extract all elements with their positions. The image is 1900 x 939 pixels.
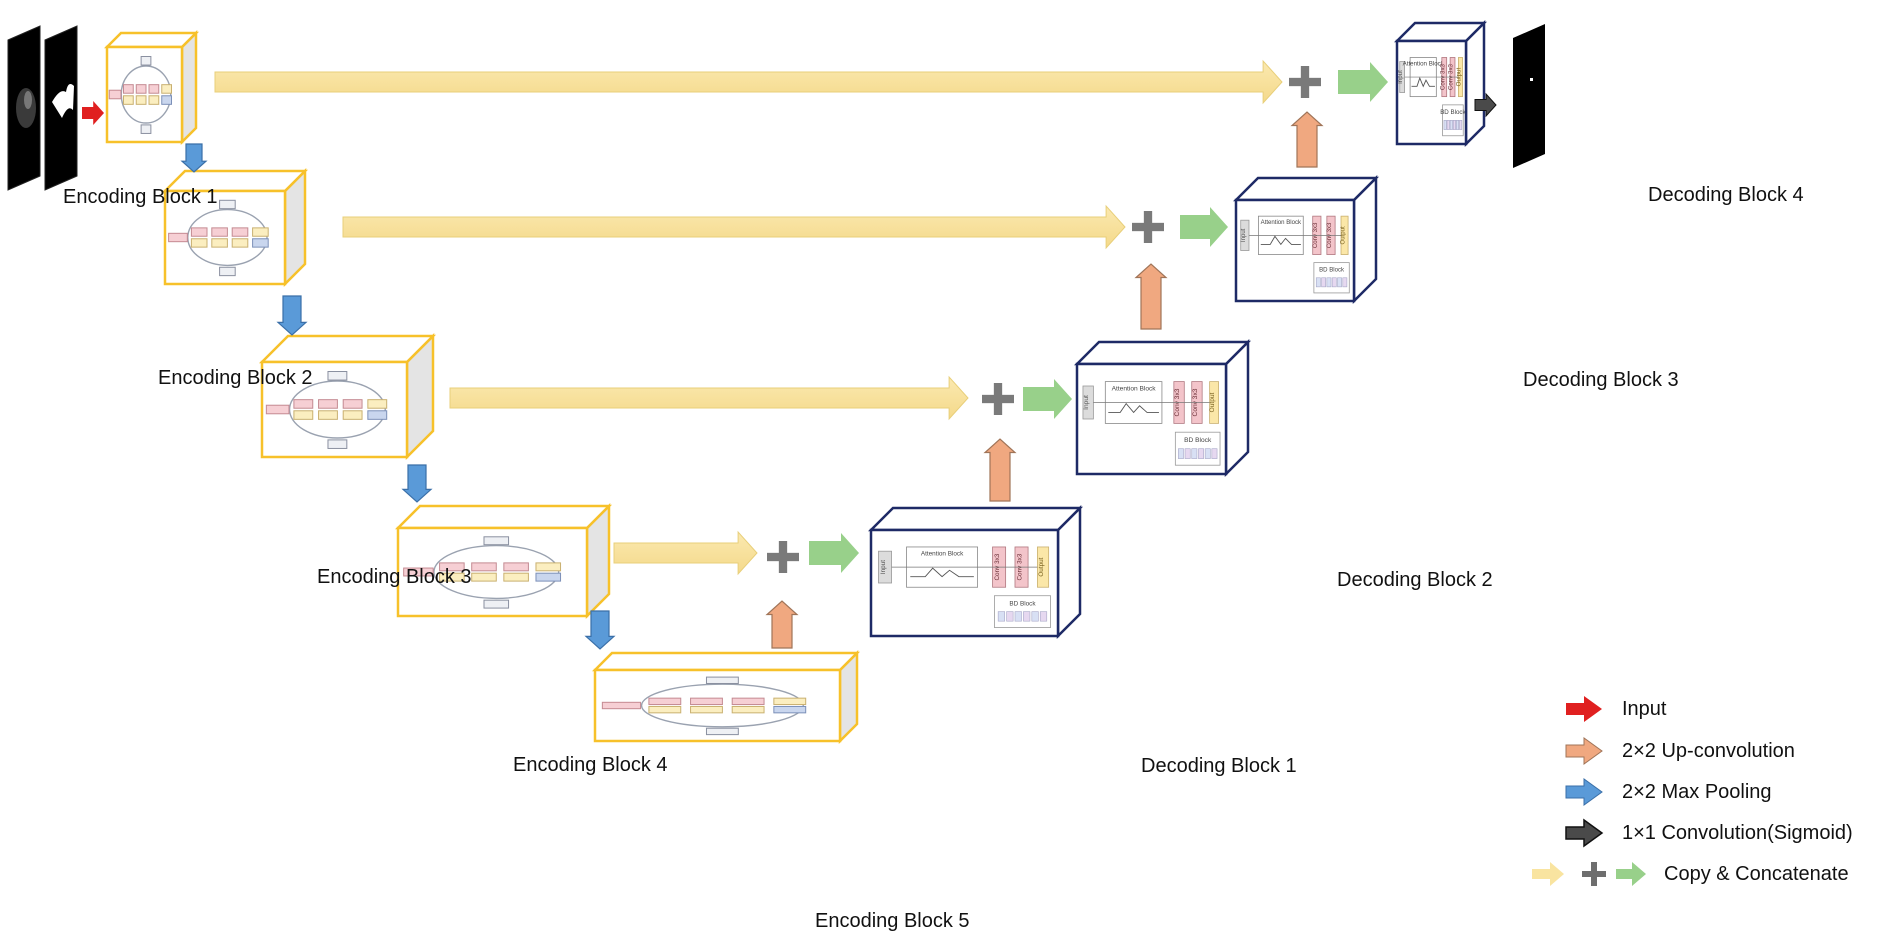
encoding-block-5 [591, 649, 861, 745]
plus-icon [982, 383, 1014, 415]
decoding-block-3-label: Decoding Block 3 [1523, 369, 1679, 391]
encoding-block-4-label: Encoding Block 4 [513, 754, 668, 776]
encoding-block-2-label: Encoding Block 2 [158, 367, 313, 389]
plus-icon [1289, 66, 1321, 98]
output-arrow [1474, 92, 1497, 118]
encoding-block-4 [394, 502, 613, 620]
blue-arrow-icon [1565, 778, 1603, 806]
bd-block-label: BD Block [1319, 268, 1345, 274]
decoding-block-1-label: Decoding Block 1 [1141, 755, 1297, 777]
legend-label: Copy & Concatenate [1664, 862, 1849, 885]
plus-icon [767, 541, 799, 573]
concat-arrow-2 [1023, 379, 1072, 419]
down-arrow-4 [584, 610, 616, 650]
legend-item-max-pooling: 2×2 Max Pooling [1562, 776, 1772, 808]
dark-arrow-icon [1565, 818, 1604, 848]
attention-block-label: Attention Block [1261, 220, 1302, 226]
legend-item-copy-concatenate: Copy & Concatenate [1530, 858, 1849, 890]
bd-block-label: BD Block [1440, 109, 1466, 116]
legend-label: 1×1 Convolution(Sigmoid) [1622, 821, 1853, 844]
skip-arrow-3 [449, 375, 969, 421]
output-box-label: Output [1209, 392, 1216, 412]
encoding-block-3-label: Encoding Block 3 [317, 566, 472, 588]
skip-arrow-1 [214, 59, 1283, 105]
orange-arrow-icon [1565, 737, 1603, 765]
encoding-block-1-label: Encoding Block 1 [63, 186, 218, 208]
legend-item-input: Input [1562, 693, 1666, 725]
decoding-block-2-label: Decoding Block 2 [1337, 569, 1493, 591]
attention-block-label: Attention Block [921, 550, 964, 557]
up-arrow-1 [765, 600, 799, 649]
plus-icon [1132, 211, 1164, 243]
legend-label: 2×2 Up-convolution [1622, 739, 1795, 762]
concat-arrow-1 [809, 533, 859, 573]
legend-label: 2×2 Max Pooling [1622, 780, 1772, 803]
output-mask-image [1513, 24, 1545, 168]
concat-arrow-4 [1338, 62, 1388, 102]
input-box-label: Input [880, 560, 887, 574]
attention-block-label: Attention Block [1112, 385, 1157, 392]
attention-block-label: Attention Block [1403, 61, 1445, 68]
red-arrow-icon [1566, 696, 1602, 722]
concat-arrow-3 [1180, 207, 1228, 247]
skip-arrow-4 [613, 530, 758, 576]
encoding-block-1 [103, 29, 200, 146]
legend-item-up-convolution: 2×2 Up-convolution [1562, 735, 1795, 767]
encoding-block-5-label: Encoding Block 5 [815, 910, 970, 932]
down-arrow-3 [401, 464, 433, 503]
input-images [7, 25, 104, 191]
input-box-label: Input [1241, 228, 1247, 242]
up-arrow-2 [983, 438, 1017, 502]
output-box-label: Output [1341, 226, 1347, 244]
output-box-label: Output [1038, 557, 1045, 576]
input-box-label: Input [1397, 70, 1404, 84]
encoding-block-2 [161, 167, 309, 288]
up-arrow-4 [1290, 111, 1324, 168]
down-arrow-1 [180, 143, 208, 173]
input-box-label: Input [1083, 395, 1090, 410]
legend-label: Input [1622, 697, 1667, 720]
up-arrow-3 [1134, 263, 1168, 330]
down-arrow-2 [276, 295, 308, 336]
bd-block-label: BD Block [1009, 600, 1036, 607]
decoding-block-4-label: Decoding Block 4 [1648, 184, 1804, 206]
input-arrow [82, 101, 104, 125]
legend-item-1x1-convolution: 1×1 Convolution(Sigmoid) [1562, 817, 1853, 849]
encoding-block-3 [258, 332, 437, 461]
skip-arrow-2 [342, 204, 1126, 250]
copy-concatenate-icon [1532, 862, 1646, 886]
bd-block-label: BD Block [1184, 437, 1212, 444]
output-box-label: Output [1455, 68, 1462, 87]
